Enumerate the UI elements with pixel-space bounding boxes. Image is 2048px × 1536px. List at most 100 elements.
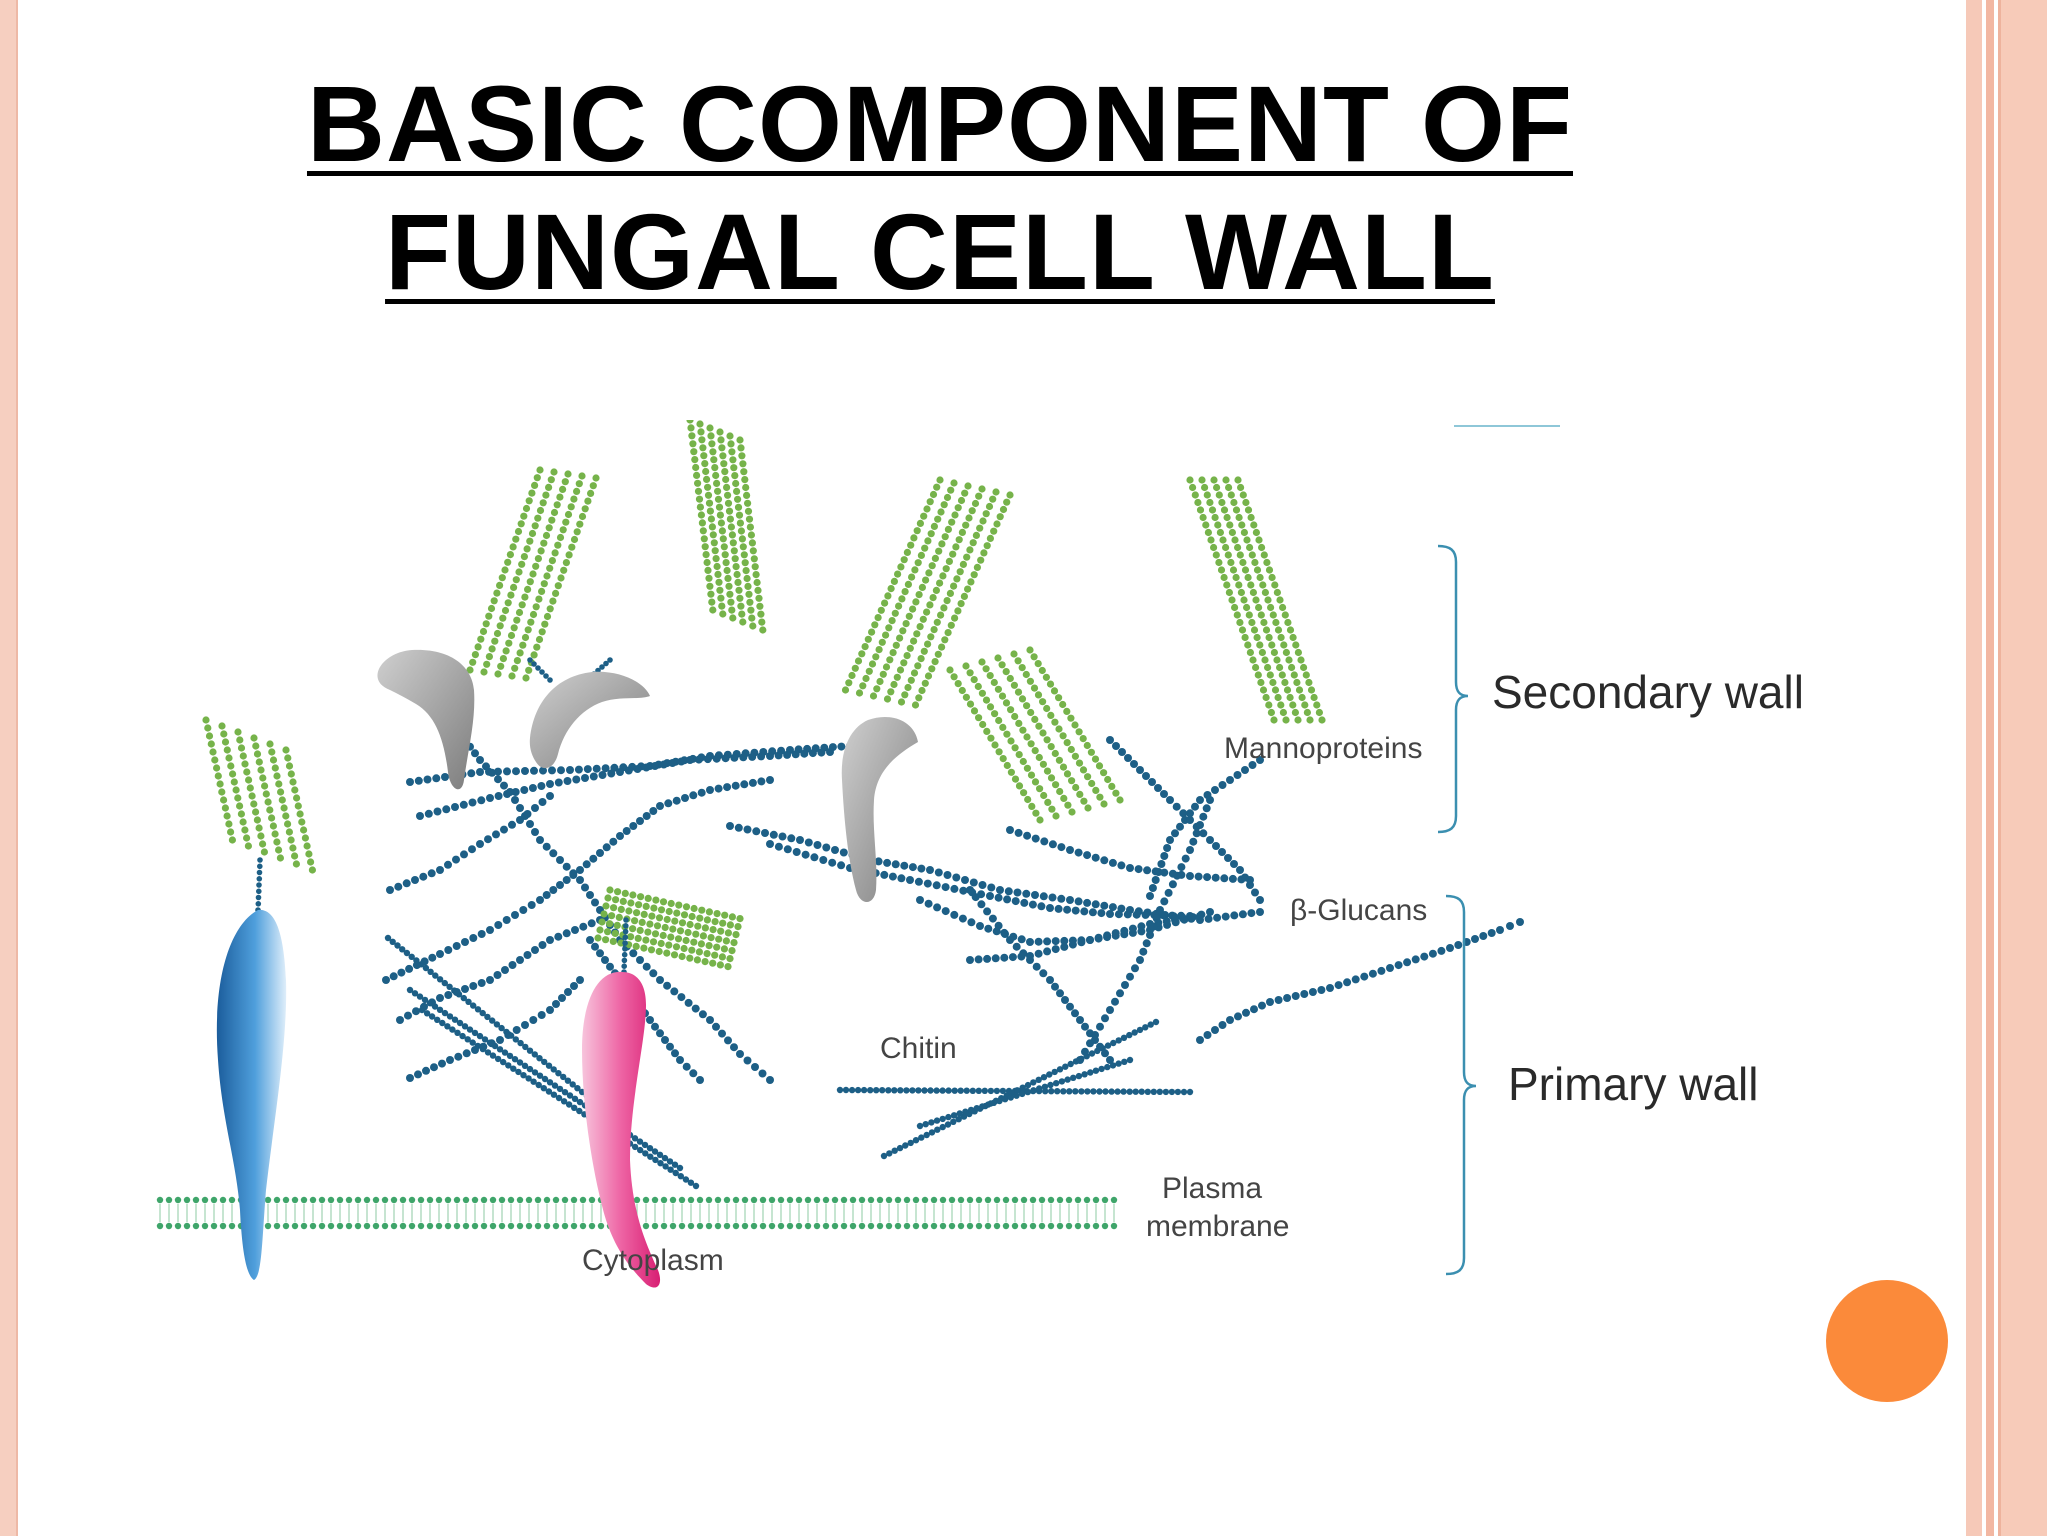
glucan-bead	[1066, 896, 1074, 904]
membrane-lipid	[795, 1196, 803, 1204]
mannan-bead	[1206, 498, 1214, 507]
glucan-bead	[444, 991, 453, 999]
slide-title: BASIC COMPONENT OF FUNGAL CELL WALL	[160, 60, 1720, 316]
glucan-bead	[1022, 889, 1031, 898]
membrane-lipid	[1074, 1222, 1082, 1230]
chitin-bead	[676, 1164, 684, 1172]
glucan-bead	[591, 898, 599, 907]
mannan-bead	[991, 741, 999, 749]
chitin-bead	[903, 1087, 910, 1094]
glucan-bead	[1151, 876, 1160, 884]
mannan-bead	[535, 635, 544, 644]
mannan-bead	[471, 651, 479, 659]
mannan-bead	[881, 599, 889, 607]
mannan-bead	[1229, 566, 1238, 574]
mannan-bead	[1051, 718, 1059, 726]
glucan-bead	[477, 979, 486, 987]
mannan-bead	[259, 774, 267, 782]
glucan-bead	[589, 772, 598, 781]
chitin-bead	[677, 1173, 684, 1180]
mannan-bead	[733, 487, 741, 495]
glucan-bead	[576, 866, 584, 874]
glucan-bead	[1386, 964, 1394, 972]
glucan-bead	[1096, 1022, 1104, 1031]
mannan-bead	[703, 950, 711, 958]
mannan-bead	[1286, 693, 1294, 702]
mannan-bead	[917, 655, 925, 663]
mannan-bead	[978, 689, 987, 697]
mannan-bead	[744, 507, 753, 515]
glucan-bead	[521, 1021, 529, 1029]
chitin-bead	[1072, 1088, 1079, 1095]
mannan-bead	[1015, 719, 1023, 727]
mannan-bead	[501, 606, 510, 615]
mannan-bead	[707, 934, 715, 942]
mannan-bead	[496, 581, 504, 589]
chitin-bead	[510, 1065, 517, 1072]
membrane-lipid	[228, 1222, 236, 1230]
mannan-bead	[872, 653, 880, 661]
mannan-bead	[717, 927, 725, 935]
mannan-bead	[674, 935, 683, 943]
mannan-stem-bead	[623, 923, 629, 929]
chitin-bead	[551, 1082, 559, 1089]
mannan-bead	[521, 593, 529, 601]
membrane-lipid	[381, 1196, 389, 1204]
mannan-bead	[604, 894, 612, 902]
glucan-bead	[397, 968, 406, 977]
membrane-lipid	[939, 1222, 947, 1230]
mannan-bead	[747, 531, 756, 539]
glucan-bead	[420, 1002, 428, 1011]
glucan-bead	[943, 871, 952, 879]
mannan-bead	[676, 927, 685, 935]
glucan-bead	[1081, 1022, 1089, 1031]
mannan-bead	[255, 824, 263, 832]
chitin-bead	[525, 1075, 532, 1082]
glucan-bead	[586, 936, 594, 944]
glucan-bead	[511, 911, 519, 919]
mannan-bead	[728, 947, 736, 955]
glucan-bead	[587, 919, 596, 928]
chitin-bead	[999, 1087, 1007, 1095]
glucan-bead	[1173, 871, 1182, 880]
mannan-bead	[724, 929, 733, 937]
mannan-bead	[1294, 716, 1302, 724]
mannan-bead	[565, 551, 573, 559]
mannan-bead	[958, 686, 966, 695]
glucan-bead	[1516, 918, 1524, 926]
mannan-bead	[227, 762, 235, 770]
mannan-bead	[962, 693, 971, 701]
mannan-bead	[498, 574, 506, 582]
chitin-bead	[571, 1104, 578, 1111]
membrane-lipid	[1029, 1222, 1037, 1230]
mannan-bead	[259, 840, 267, 848]
membrane-lipid	[462, 1222, 470, 1230]
mannan-bead	[1028, 802, 1036, 810]
glucan-bead	[1196, 821, 1204, 829]
glucan-bead	[574, 765, 583, 774]
mannan-bead	[221, 804, 229, 812]
mannan-bead	[266, 740, 274, 748]
glucan-bead	[1040, 837, 1049, 846]
mannan-bead	[531, 522, 539, 530]
glucan-bead	[1086, 936, 1094, 944]
mannan-bead	[1031, 715, 1039, 723]
glucan-bead	[402, 879, 411, 888]
mannan-bead	[711, 464, 719, 472]
mannan-bead	[1250, 521, 1258, 529]
membrane-lipid	[714, 1196, 722, 1204]
glucan-bead	[422, 1066, 430, 1075]
mannan-bead	[903, 548, 912, 556]
mannan-bead	[756, 602, 764, 610]
mannan-bead	[903, 652, 911, 660]
glucan-bead	[538, 798, 547, 806]
mannan-bead	[734, 923, 742, 931]
chitin-bead	[536, 1055, 543, 1062]
glucan-bead	[984, 924, 993, 933]
mannan-bead	[757, 610, 765, 618]
glucan-bead	[1291, 992, 1300, 1000]
membrane-lipid	[993, 1222, 1001, 1230]
glucan-bead	[668, 759, 677, 767]
mannan-bead	[307, 858, 315, 866]
glucan-bead	[549, 849, 558, 858]
